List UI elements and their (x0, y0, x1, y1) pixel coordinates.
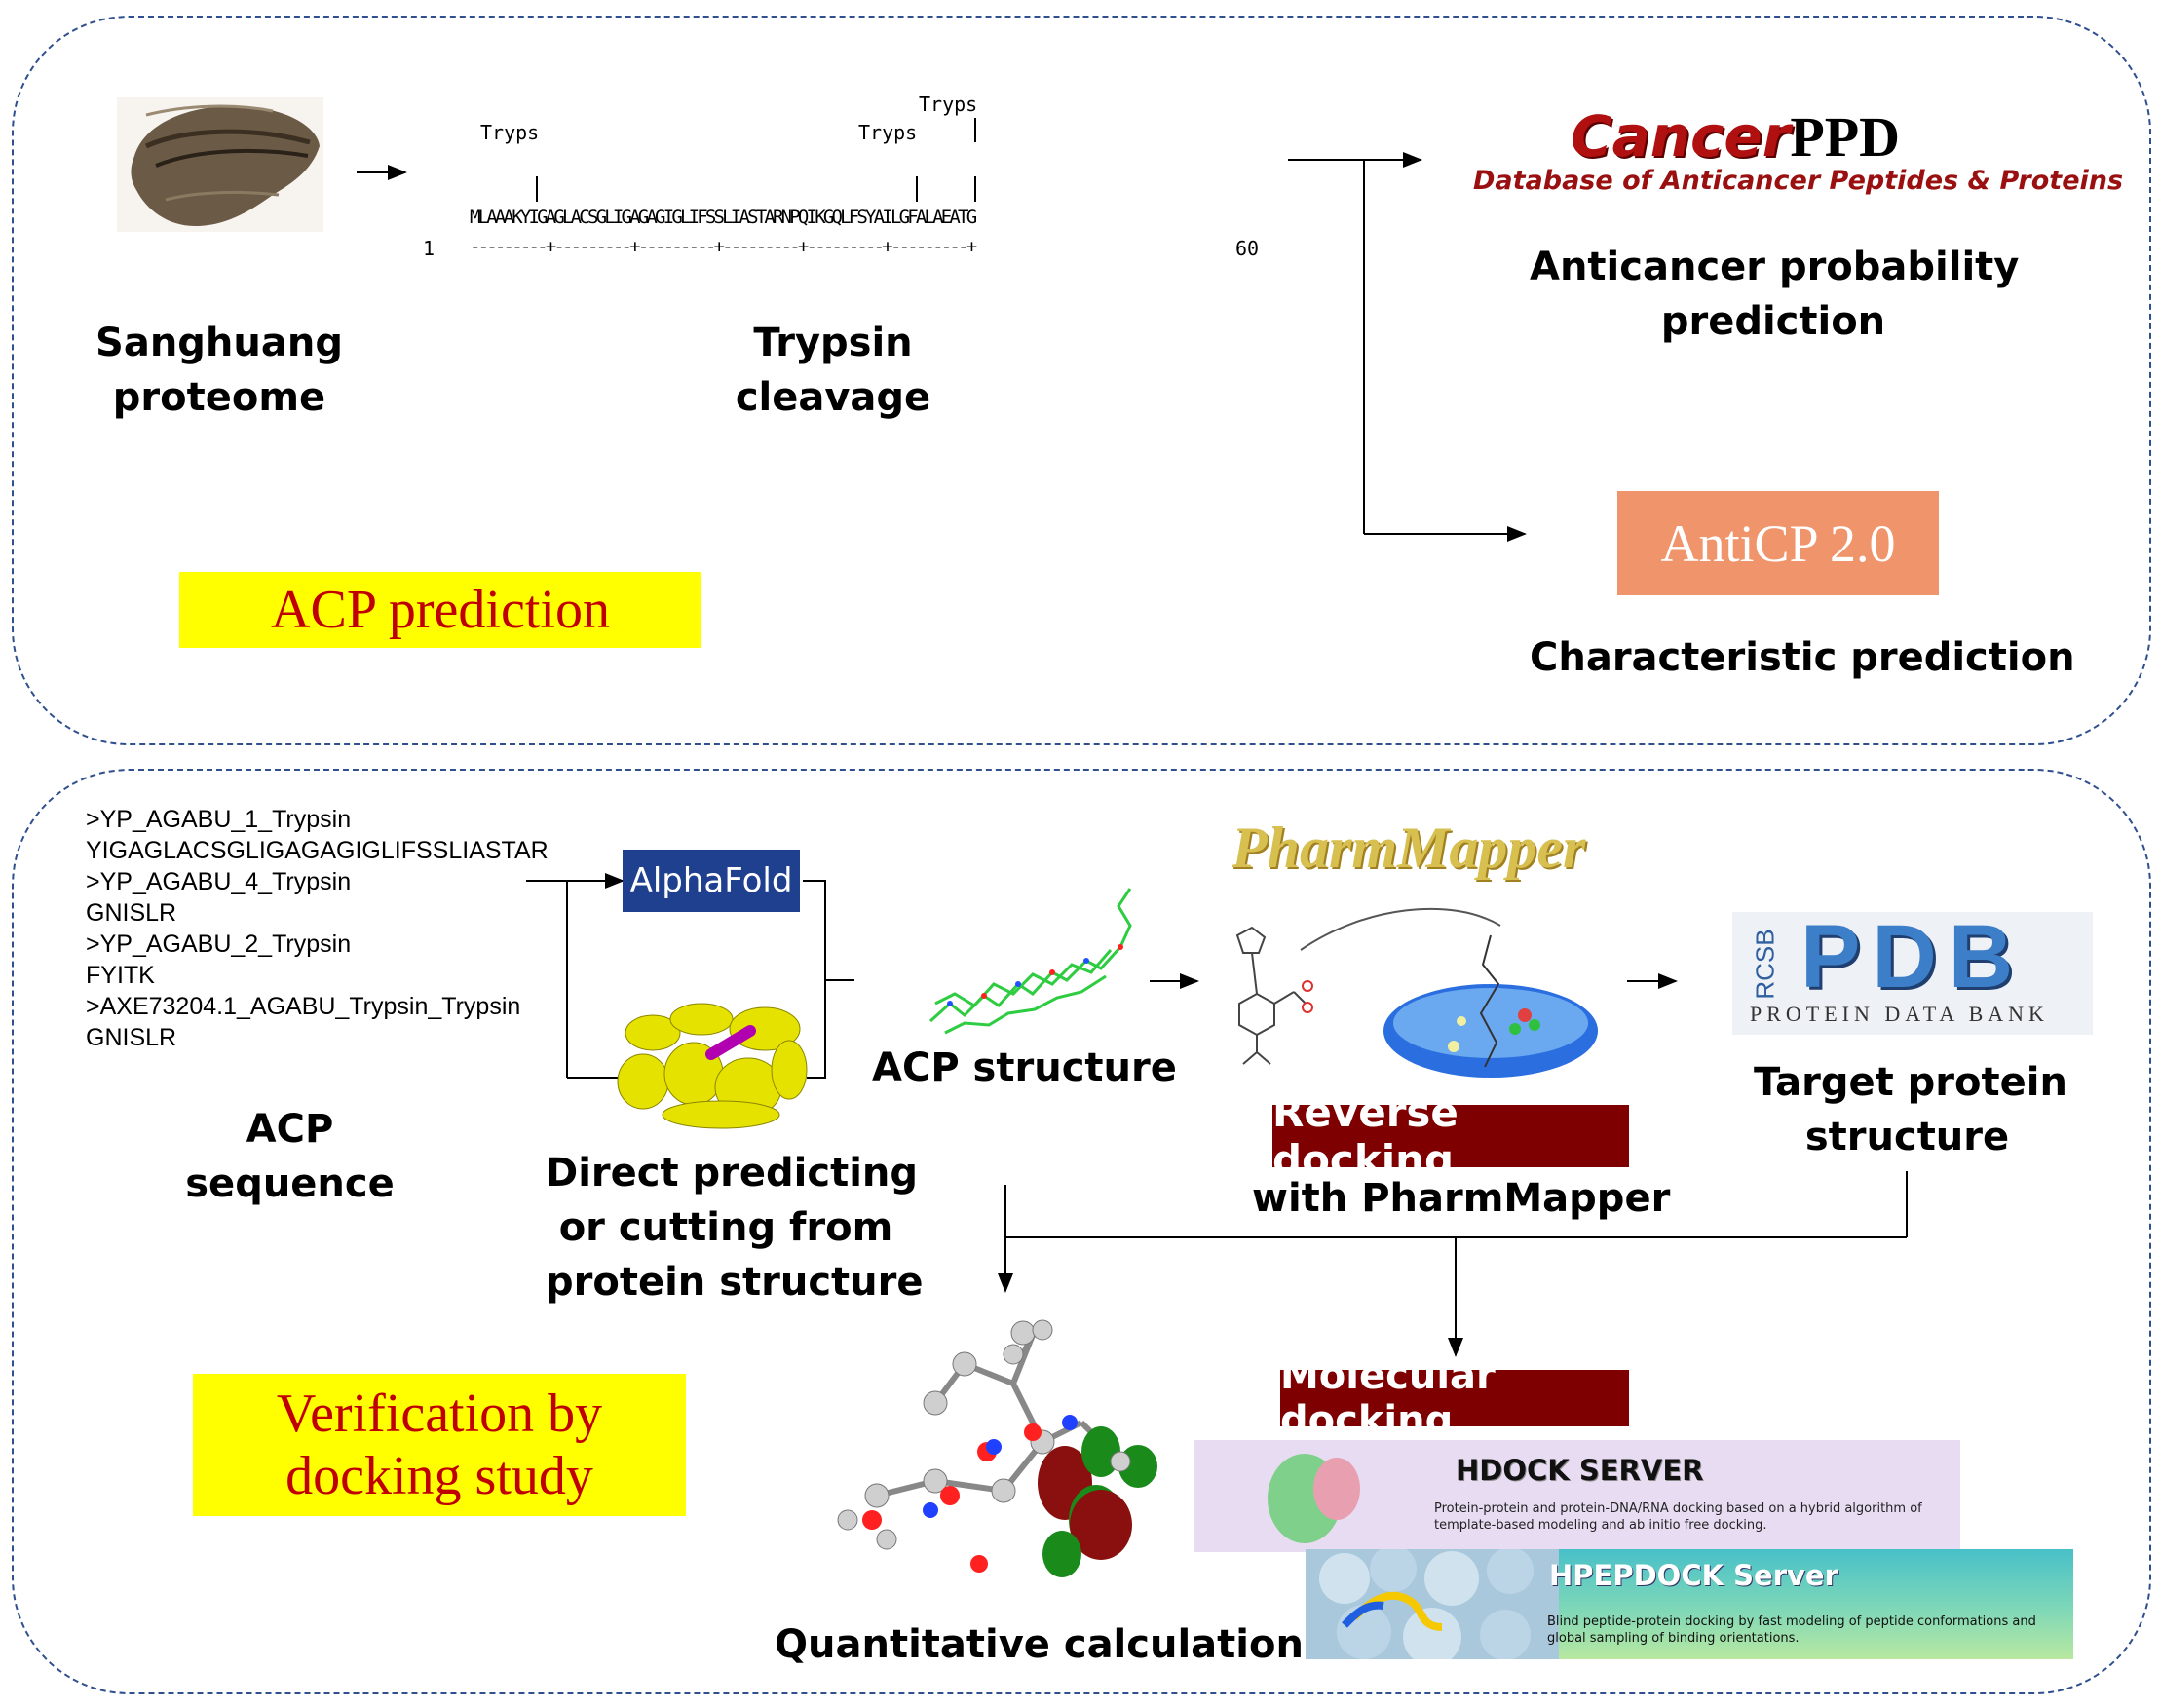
acp-sequence-label: ACP sequence (185, 1107, 395, 1206)
quantitative-label: Quantitative calculation (775, 1622, 1304, 1667)
seq-line-1: YIGAGLACSGLIGAGAGIGLIFSSLIASTAR (86, 837, 549, 864)
tryps-label-2: Tryps (858, 121, 918, 144)
seq-line-3: GNISLR (86, 899, 177, 927)
pdb-logo-main: PDB (1800, 907, 2026, 1006)
anticancer-label: Anticancer probability prediction (1530, 245, 2020, 344)
anticp-logo: AntiCP 2.0 (1617, 491, 1939, 595)
molecular-docking-tag: Molecular docking (1280, 1353, 1629, 1443)
hpepdock-banner: HPEPDOCK Server Blind peptide-protein do… (1306, 1549, 2073, 1659)
seq-line-4: >YP_AGABU_2_Trypsin (86, 930, 352, 958)
alphafold-logo: AlphaFold (623, 850, 800, 912)
hpepdock-description: Blind peptide-protein docking by fast mo… (1547, 1614, 2036, 1646)
tryps-label-3: Tryps (919, 93, 978, 116)
hpepdock-surface-icon (1306, 1549, 1559, 1659)
verification-box: Verification by docking study (193, 1374, 686, 1516)
protein-sequence: MLAAAKYIGAGLACSGLIGAGAGIGLIFSSLIASTARNPQ… (470, 207, 977, 228)
cancerppd-logo-cancer: Cancer (1571, 103, 1791, 170)
seq-line-7: GNISLR (86, 1024, 177, 1051)
cancerppd-subtitle: Database of Anticancer Peptides & Protei… (1473, 166, 2124, 196)
trypsin-label: Trypsin cleavage (735, 321, 931, 420)
bottom-panel (12, 769, 2151, 1694)
hdock-title: HDOCK SERVER (1456, 1454, 1704, 1487)
pdb-logo-sub: PROTEIN DATA BANK (1750, 1002, 2049, 1026)
pdb-logo: RCSB PDB PROTEIN DATA BANK (1732, 907, 2093, 1035)
top-panel (12, 16, 2151, 745)
direct-predicting-label: Direct predicting or cutting from protei… (546, 1151, 924, 1305)
characteristic-label: Characteristic prediction (1530, 635, 2075, 680)
tryps-label-1: Tryps (480, 121, 540, 144)
pharmmapper-logo: PharmMapper (1232, 816, 1586, 880)
hdock-description: Protein-protein and protein-DNA/RNA dock… (1434, 1501, 1922, 1533)
cancerppd-logo: CancerPPD (1571, 103, 2077, 170)
seq-line-5: FYITK (86, 962, 155, 989)
cancerppd-logo-ppd: PPD (1790, 105, 1901, 169)
acp-prediction-box: ACP prediction (179, 572, 701, 648)
seq-line-2: >YP_AGABU_4_Trypsin (86, 868, 352, 895)
acp-structure-label: ACP structure (872, 1045, 1177, 1090)
hdock-banner: HDOCK SERVER Protein-protein and protein… (1194, 1440, 1960, 1552)
sequence-ruler: ---------+---------+---------+---------+… (470, 236, 977, 257)
seq-line-6: >AXE73204.1_AGABU_Trypsin_Trypsin (86, 993, 521, 1020)
position-start: 1 (423, 237, 436, 260)
position-end: 60 (1235, 237, 1260, 260)
seq-line-0: >YP_AGABU_1_Trypsin (86, 806, 352, 833)
sanghuang-label: Sanghuang proteome (95, 321, 343, 420)
hdock-protein-icon (1268, 1454, 1360, 1543)
with-pharmmapper-label: with PharmMapper (1252, 1176, 1671, 1221)
hpepdock-title: HPEPDOCK Server (1549, 1559, 1838, 1592)
target-protein-label: Target protein structure (1754, 1060, 2067, 1159)
